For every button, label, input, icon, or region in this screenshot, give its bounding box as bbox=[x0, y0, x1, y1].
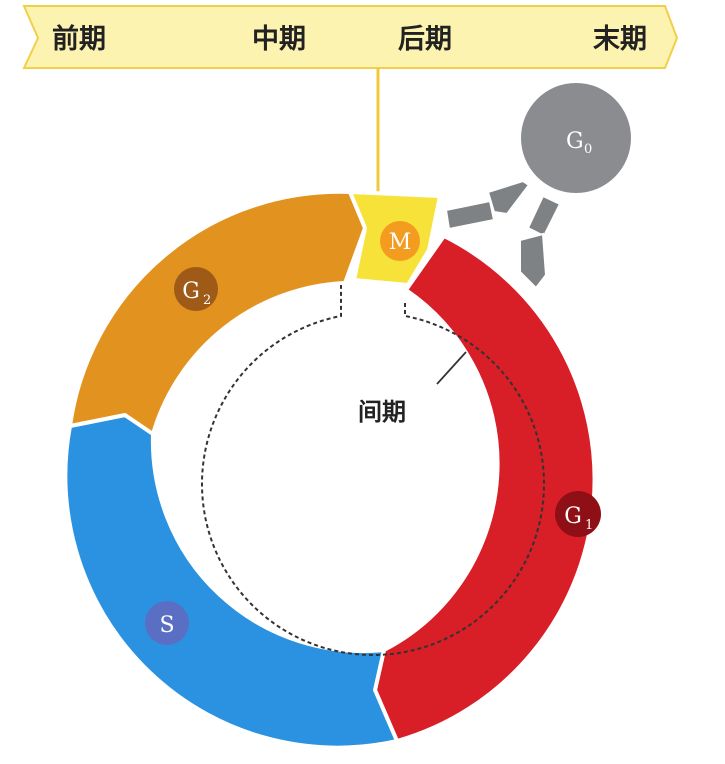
interphase-dashed-arc bbox=[201, 285, 545, 656]
metaphase-label: 中期 bbox=[252, 24, 306, 55]
banner-arrow-shape bbox=[22, 5, 679, 69]
prophase-label: 前期 bbox=[52, 23, 106, 55]
m-badge bbox=[380, 221, 420, 261]
m-badge-label: M bbox=[389, 230, 412, 255]
interphase-leader-line bbox=[436, 351, 467, 385]
g2-badge bbox=[174, 267, 218, 311]
mitosis-phase-banner: 前期 中期 后期 末期 bbox=[22, 5, 679, 214]
g0-circle bbox=[521, 83, 631, 193]
g0-label-sub: 0 bbox=[584, 142, 592, 157]
phase-badges: M G 2 S G 1 bbox=[145, 221, 601, 645]
g0-exit-arrow-2 bbox=[486, 179, 531, 216]
telophase-label: 末期 bbox=[593, 24, 647, 55]
g0-label-letter: G bbox=[566, 129, 584, 154]
s-badge bbox=[145, 601, 189, 645]
interphase-marker: 间期 bbox=[201, 285, 545, 656]
interphase-label: 间期 bbox=[358, 398, 406, 426]
g2-segment bbox=[68, 189, 367, 436]
g0-return-arrow-1 bbox=[526, 194, 562, 238]
s-segment bbox=[63, 413, 399, 750]
anaphase-label: 后期 bbox=[398, 24, 452, 55]
g0-exit-arrow-1 bbox=[444, 199, 496, 231]
g2-badge-letter: G bbox=[182, 279, 200, 304]
g1-badge bbox=[555, 491, 601, 537]
g0-return-arrow-2 bbox=[519, 232, 548, 290]
g1-badge-sub: 1 bbox=[585, 518, 593, 533]
g2-badge-sub: 2 bbox=[203, 293, 211, 308]
cell-cycle-ring bbox=[63, 189, 597, 750]
g0-branch: G 0 bbox=[444, 83, 631, 290]
s-badge-label: S bbox=[159, 613, 174, 638]
g1-badge-letter: G bbox=[564, 504, 582, 529]
g1-segment bbox=[373, 234, 597, 743]
